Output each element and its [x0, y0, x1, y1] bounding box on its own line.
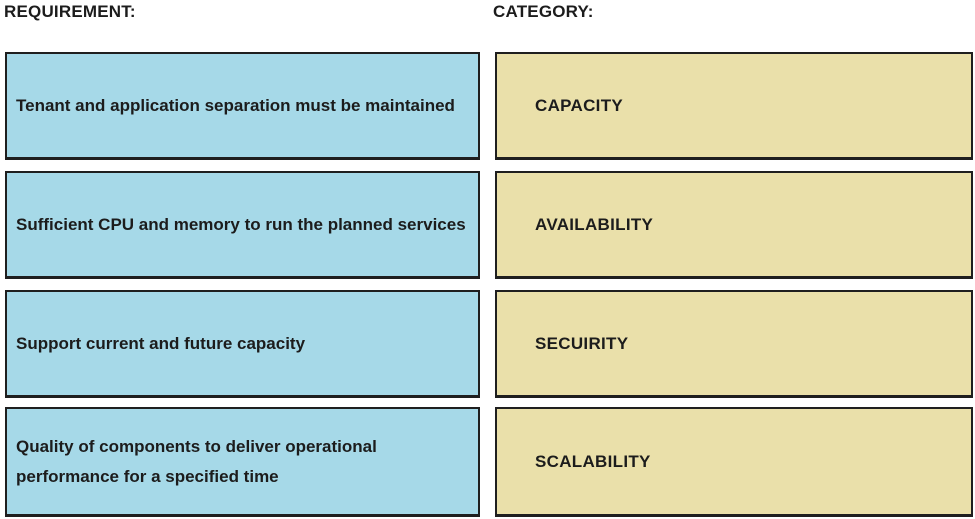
- category-label: SECUIRITY: [535, 333, 629, 353]
- requirement-box-1[interactable]: Tenant and application separation must b…: [5, 52, 480, 160]
- requirement-text: Sufficient CPU and memory to run the pla…: [16, 214, 466, 234]
- requirement-text: Quality of components to deliver operati…: [16, 436, 377, 486]
- category-label: AVAILABILITY: [535, 214, 654, 234]
- requirement-text: Support current and future capacity: [16, 333, 306, 353]
- category-box-4[interactable]: SCALABILITY: [495, 407, 973, 517]
- requirement-box-4[interactable]: Quality of components to deliver operati…: [5, 407, 480, 517]
- requirement-text: Tenant and application separation must b…: [16, 95, 455, 115]
- category-label: SCALABILITY: [535, 451, 651, 471]
- category-box-1[interactable]: CAPACITY: [495, 52, 973, 160]
- requirement-box-2[interactable]: Sufficient CPU and memory to run the pla…: [5, 171, 480, 279]
- requirement-column-header: REQUIREMENT:: [4, 2, 136, 21]
- category-box-2[interactable]: AVAILABILITY: [495, 171, 973, 279]
- requirement-box-3[interactable]: Support current and future capacity: [5, 290, 480, 398]
- category-box-3[interactable]: SECUIRITY: [495, 290, 973, 398]
- category-label: CAPACITY: [535, 95, 624, 115]
- category-column-header: CATEGORY:: [493, 2, 594, 21]
